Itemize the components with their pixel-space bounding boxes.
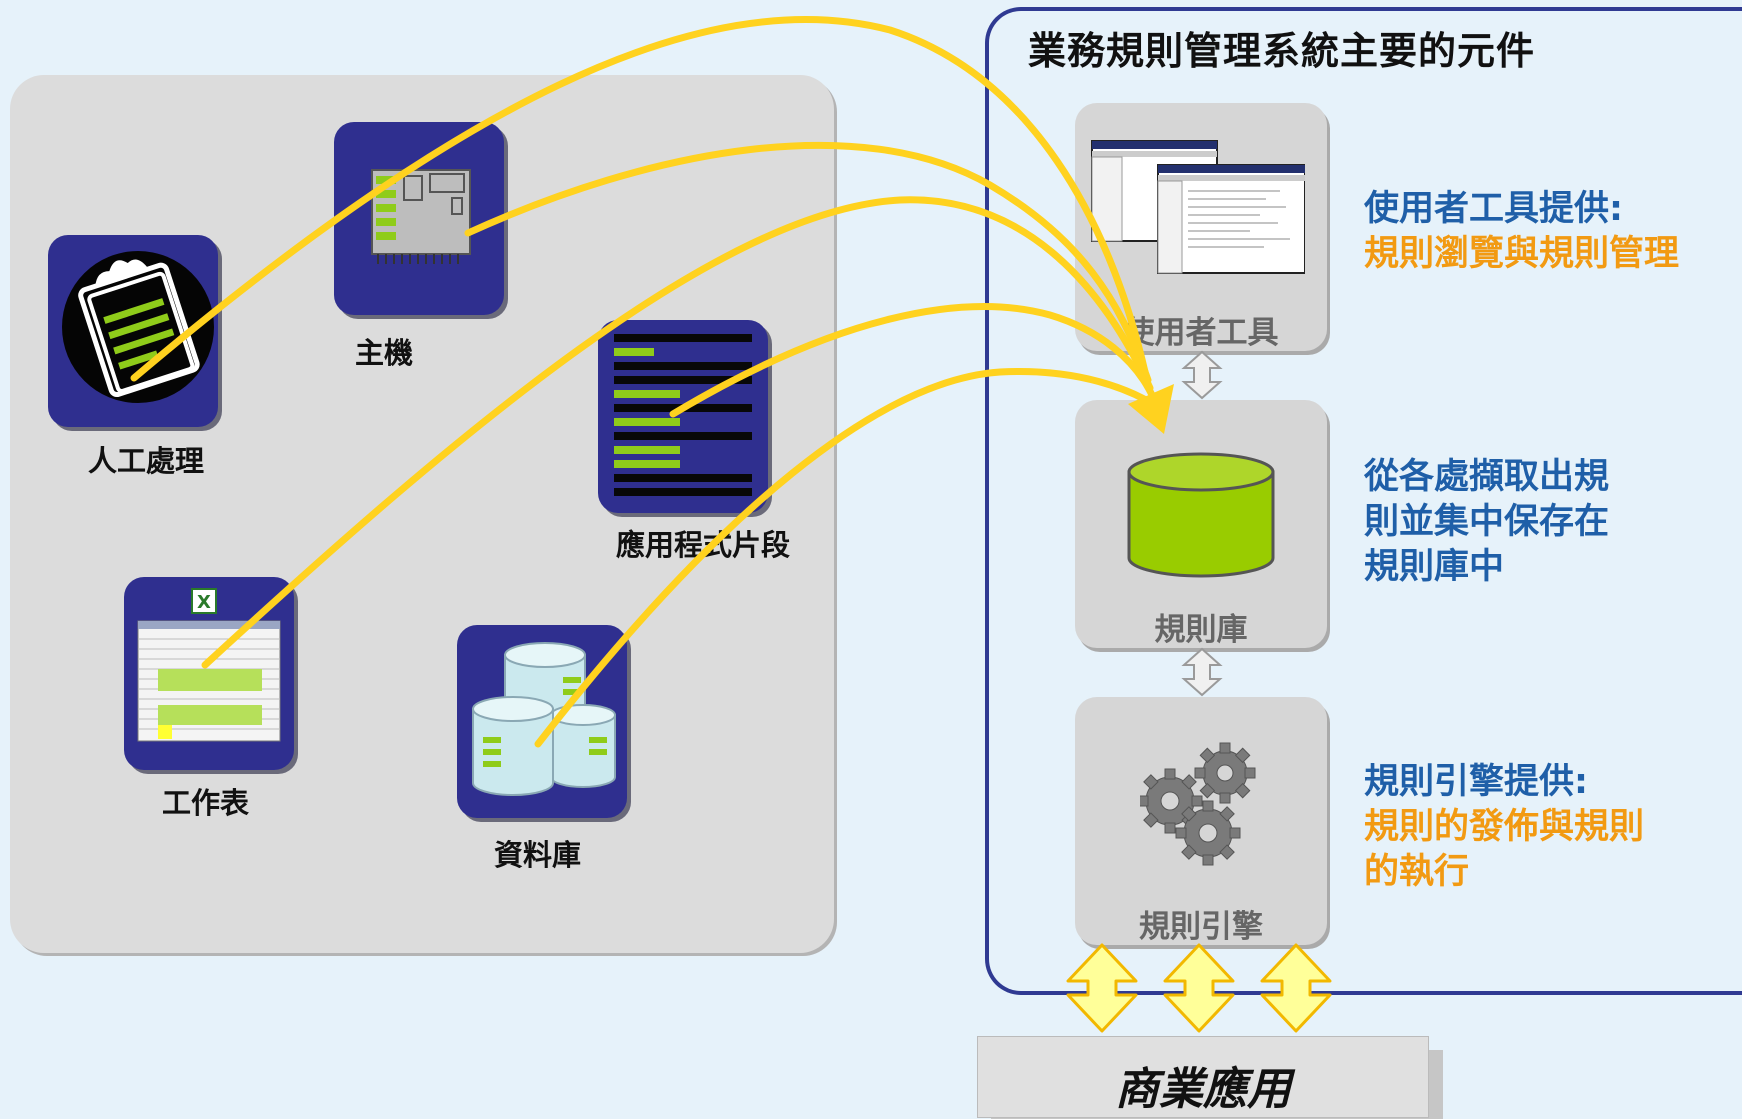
brms-frame (985, 7, 1742, 995)
gears-icon (1140, 742, 1256, 866)
arrowhead-icon (1128, 384, 1174, 434)
mainframe-label: 主機 (355, 336, 414, 370)
engine-description: 規則引擎提供: 規則的發佈與規則 的執行 (1364, 760, 1644, 895)
business-application-label: 商業應用 (1115, 1064, 1291, 1115)
app-fragment-tile (598, 320, 768, 513)
user-tools-desc-line2: 規則瀏覽與規則管理 (1364, 234, 1680, 274)
user-tools-description: 使用者工具提供: 規則瀏覽與規則管理 (1364, 187, 1679, 277)
database-label: 資料庫 (494, 838, 582, 872)
repository-description: 從各處擷取出規 則並集中保存在 規則庫中 (1364, 455, 1609, 590)
repository-desc-line1: 從各處擷取出規 (1364, 457, 1610, 497)
repository-engine-connector-icon (1181, 647, 1223, 697)
mainframe-to-repository-arrow (464, 141, 1152, 384)
repository-desc-line2: 則並集中保存在 (1364, 502, 1610, 542)
rule-repository-label: 規則庫 (1154, 612, 1248, 648)
engine-desc-line2: 規則的發佈與規則 (1364, 807, 1645, 847)
engine-app-double-arrow-3-icon (1260, 943, 1332, 1033)
brms-title: 業務規則管理系統主要的元件 (1028, 29, 1536, 73)
user-tools-label: 使用者工具 (1123, 315, 1279, 351)
engine-desc-line3: 的執行 (1364, 852, 1470, 892)
clipboard-icon (62, 251, 214, 403)
database-tile (457, 625, 627, 818)
fragment-to-repository-arrow (669, 303, 1156, 418)
tool-windows-icon (1091, 140, 1305, 274)
worksheet-to-repository-arrow (201, 196, 1154, 669)
database-cylinders-icon (472, 642, 616, 796)
rule-engine-label: 規則引擎 (1139, 909, 1263, 945)
code-listing-icon (614, 334, 752, 496)
business-application-box: 商業應用 (977, 1036, 1429, 1118)
rule-repository-box: 規則庫 (1075, 400, 1327, 648)
engine-desc-line1: 規則引擎提供: (1364, 762, 1588, 802)
rule-engine-box: 規則引擎 (1075, 697, 1327, 945)
engine-app-double-arrow-1-icon (1066, 943, 1138, 1033)
spreadsheet-icon: X (137, 588, 281, 742)
manual-to-repository-arrow (130, 16, 1149, 382)
repository-cylinder-icon (1127, 452, 1275, 578)
database-to-repository-arrow (534, 368, 1159, 748)
user-tools-desc-line1: 使用者工具提供: (1364, 189, 1623, 229)
repository-desc-line3: 規則庫中 (1364, 547, 1505, 587)
svg-text:X: X (197, 592, 211, 613)
engine-app-double-arrow-2-icon (1163, 943, 1235, 1033)
worksheet-label: 工作表 (162, 786, 250, 820)
tools-repository-connector-icon (1181, 350, 1223, 400)
manual-process-label: 人工處理 (88, 444, 205, 478)
